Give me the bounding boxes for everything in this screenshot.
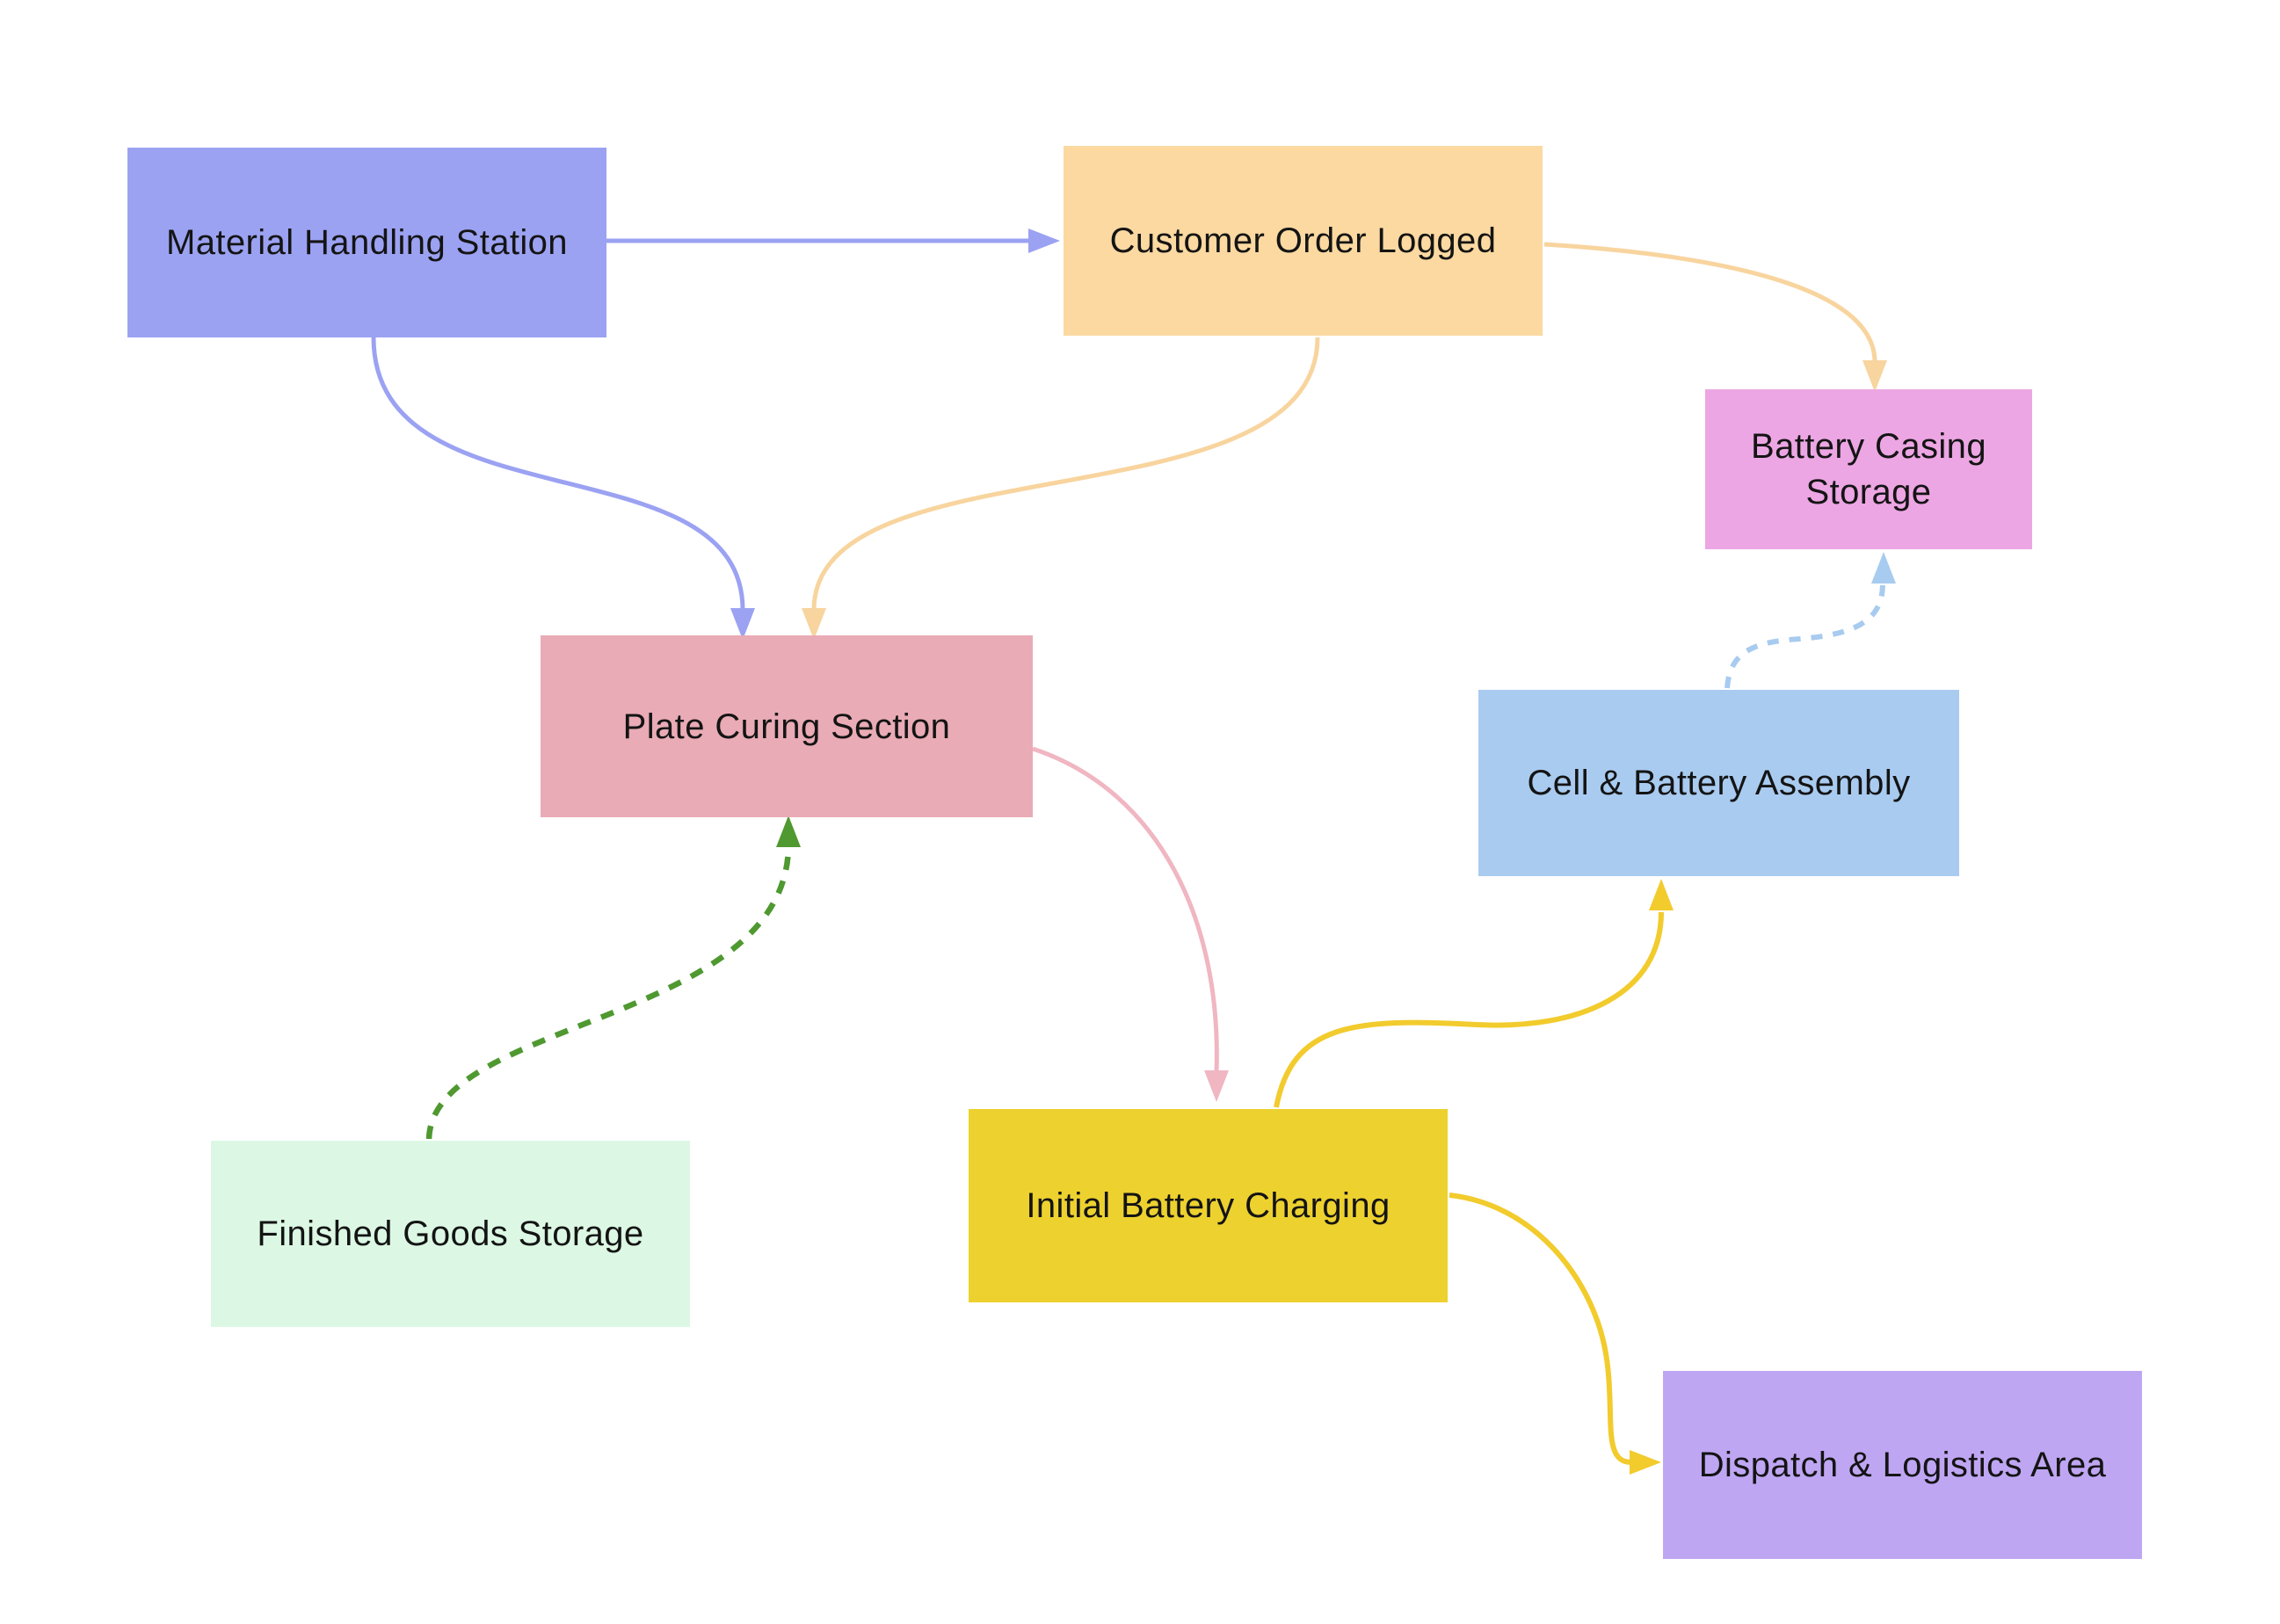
arrowhead-material-to-customer: [1028, 228, 1060, 253]
node-label: Plate Curing Section: [622, 707, 951, 746]
edge-finished-to-plate: [425, 848, 792, 1140]
edge-cell-to-casing: [1725, 584, 1885, 689]
node-label: Finished Goods Storage: [257, 1214, 644, 1253]
node-label: Material Handling Station: [166, 223, 568, 262]
node-battery-casing-storage[interactable]: Battery Casing Storage: [1705, 389, 2032, 549]
node-label: Dispatch & Logistics Area: [1698, 1446, 2107, 1484]
arrowhead-plate-to-initial: [1204, 1070, 1229, 1102]
arrowhead-initial-to-dispatch: [1630, 1450, 1661, 1475]
arrowhead-finished-to-plate: [776, 816, 801, 847]
node-material-handling-station[interactable]: Material Handling Station: [127, 148, 606, 337]
arrowhead-customer-to-casing: [1862, 360, 1887, 392]
node-cell-battery-assembly[interactable]: Cell & Battery Assembly: [1478, 690, 1959, 876]
node-label: Battery Casing Storage: [1751, 427, 1986, 511]
arrowhead-initial-to-cell: [1649, 879, 1674, 910]
node-plate-curing-section[interactable]: Plate Curing Section: [541, 635, 1033, 817]
edge-material-to-plate: [371, 337, 745, 611]
edge-initial-to-cell: [1274, 911, 1664, 1108]
node-label: Customer Order Logged: [1109, 221, 1497, 260]
arrowhead-customer-to-plate: [802, 608, 826, 640]
edge-plate-to-initial: [1032, 746, 1219, 1073]
arrowhead-material-to-plate: [730, 608, 755, 640]
edge-customer-to-casing: [1543, 242, 1877, 363]
edge-initial-to-dispatch: [1449, 1193, 1632, 1465]
node-initial-battery-charging[interactable]: Initial Battery Charging: [969, 1109, 1448, 1302]
node-dispatch-logistics-area[interactable]: Dispatch & Logistics Area: [1663, 1371, 2142, 1559]
arrowhead-cell-to-casing: [1871, 552, 1896, 584]
node-finished-goods-storage[interactable]: Finished Goods Storage: [211, 1141, 690, 1327]
node-label: Cell & Battery Assembly: [1527, 764, 1911, 802]
edge-customer-to-plate: [811, 337, 1320, 611]
node-customer-order-logged[interactable]: Customer Order Logged: [1064, 146, 1543, 336]
node-label: Initial Battery Charging: [1026, 1186, 1391, 1225]
